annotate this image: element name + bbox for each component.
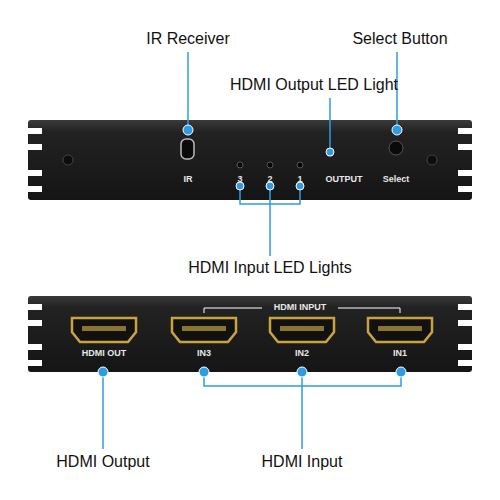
leader-lines — [103, 372, 401, 449]
port-label: HDMI OUT — [80, 348, 129, 358]
callout-dot — [183, 125, 402, 190]
panel-label: IR — [182, 174, 195, 184]
port-number: 1 — [295, 174, 304, 184]
back-panel — [28, 296, 472, 372]
port-number: 3 — [235, 174, 244, 184]
port-label: IN1 — [391, 348, 409, 358]
callout-label: HDMI Input — [262, 453, 343, 471]
cooling-fins — [28, 128, 472, 192]
select-button — [389, 141, 403, 155]
panel-label: Select — [381, 174, 412, 184]
callout-label: HDMI Output — [56, 453, 149, 471]
ir-receiver — [181, 139, 194, 159]
port-label: IN3 — [195, 348, 213, 358]
callout-dot — [98, 367, 406, 377]
callout-label: HDMI Output LED Light — [230, 76, 398, 94]
port-label: IN2 — [293, 348, 311, 358]
callout-label: HDMI Input LED Lights — [188, 259, 352, 277]
panel-label: OUTPUT — [324, 174, 365, 184]
led — [237, 151, 333, 168]
port-number: 2 — [265, 174, 274, 184]
callout-label: IR Receiver — [146, 30, 230, 48]
hdmi-port — [72, 318, 432, 342]
callout-label: Select Button — [352, 30, 447, 48]
screw — [63, 155, 73, 165]
cooling-fins — [28, 304, 472, 366]
screw — [427, 155, 437, 165]
front-panel — [28, 120, 472, 200]
panel-label: HDMI INPUT — [272, 302, 329, 312]
